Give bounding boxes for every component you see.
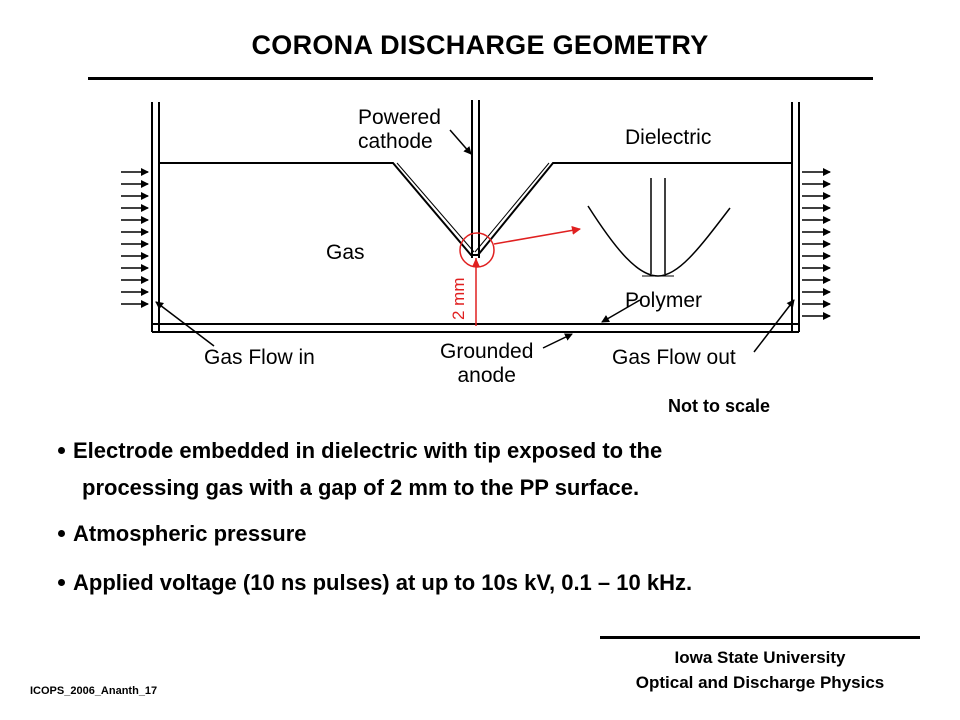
diagram-drawing: [121, 100, 831, 353]
bullet-text: Applied voltage (10 ns pulses) at up to …: [73, 570, 693, 595]
gas-flow-out-arrows: [802, 168, 831, 320]
not-to-scale-note: Not to scale: [668, 396, 771, 416]
dielectric-label: Dielectric: [625, 126, 712, 149]
cathode-needle: [471, 100, 480, 258]
bullet-dot-icon: [58, 529, 65, 537]
gap-label: 2 mm: [449, 277, 468, 321]
bullet-continuation: processing gas with a gap of 2 mm to the…: [82, 475, 640, 500]
bullet-text: Electrode embedded in dielectric with ti…: [73, 438, 663, 463]
tip-inset: [587, 178, 731, 277]
gas-label: Gas: [326, 241, 365, 264]
bullet-item: Atmospheric pressure: [58, 521, 307, 547]
corona-geometry-diagram: Powered cathode Dielectric Gas Polymer G…: [118, 90, 833, 422]
gas-flow-in-label: Gas Flow in: [204, 346, 315, 369]
leader-arrows: [155, 129, 795, 353]
slide-title: CORONA DISCHARGE GEOMETRY: [251, 30, 709, 60]
dielectric-boundary: [159, 162, 792, 256]
footer-rule: [600, 636, 920, 639]
bullet-dot-icon: [58, 578, 65, 586]
bullet-item: Electrode embedded in dielectric with ti…: [58, 438, 662, 464]
zoom-arrow: [493, 225, 581, 245]
chamber-walls: [151, 102, 800, 332]
footer-group: Optical and Discharge Physics: [635, 673, 885, 692]
footer-institution: Iowa State University: [674, 648, 846, 667]
bullet-item: Applied voltage (10 ns pulses) at up to …: [58, 570, 692, 596]
grounded-anode-label: Grounded anode: [440, 340, 534, 387]
bullet-dot-icon: [58, 446, 65, 454]
powered-cathode-label: Powered cathode: [358, 106, 441, 153]
slide-id: ICOPS_2006_Ananth_17: [30, 685, 158, 697]
gas-flow-in-arrows: [121, 168, 149, 308]
bullet-text: Atmospheric pressure: [73, 521, 307, 546]
gas-flow-out-label: Gas Flow out: [612, 346, 736, 369]
title-underline: [88, 77, 873, 80]
polymer-label: Polymer: [625, 289, 703, 312]
